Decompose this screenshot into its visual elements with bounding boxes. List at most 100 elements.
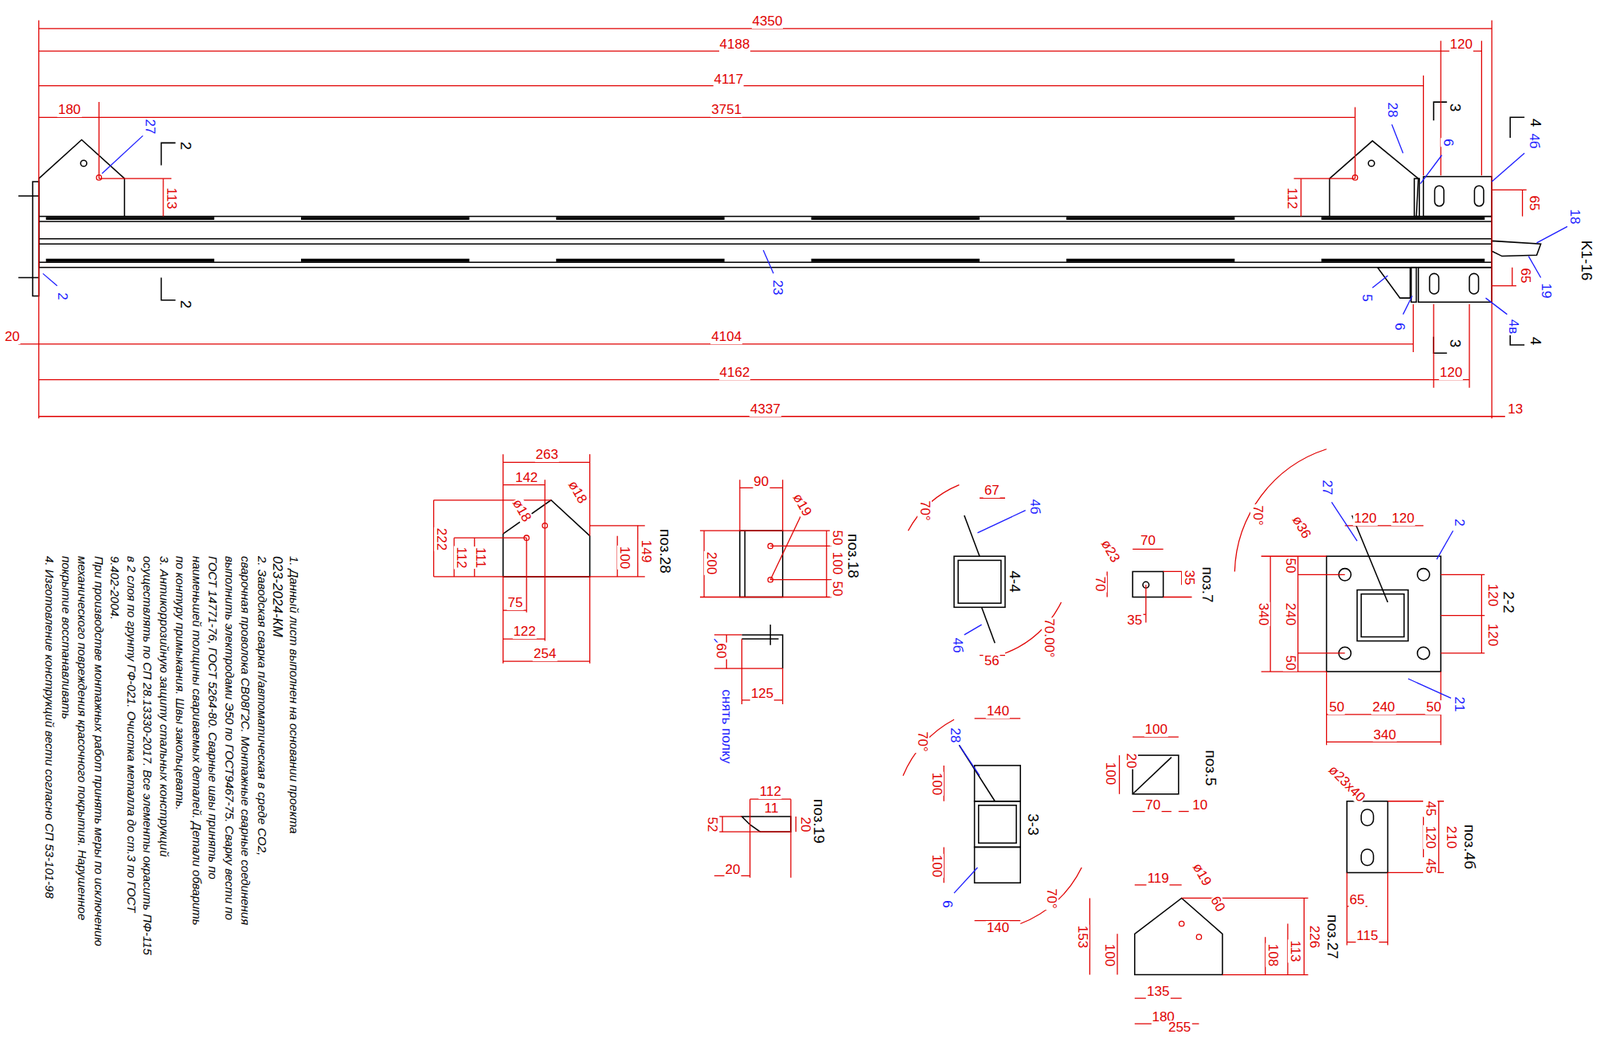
dimension-value: 70 xyxy=(1139,533,1157,548)
view-label: 4 xyxy=(1527,117,1544,128)
view-label: поз.28 xyxy=(657,528,673,575)
callout-number: 23 xyxy=(770,279,785,297)
dimension-value: 100 xyxy=(617,544,632,569)
main-dimensions xyxy=(18,20,1527,419)
dimension-value: 226 xyxy=(1306,924,1322,949)
detail-dimensions xyxy=(434,449,1486,1024)
view-label: поз.27 xyxy=(1324,913,1341,960)
dimension-value: ø36 xyxy=(1288,512,1314,542)
detail-leaders xyxy=(714,501,1454,893)
dimension-value: 120 xyxy=(1439,365,1464,380)
dimension-value: 4337 xyxy=(749,402,782,417)
dimension-value: 240 xyxy=(1283,602,1298,626)
dimension-value: ø19 xyxy=(790,490,815,520)
dimension-value: 254 xyxy=(532,646,557,662)
dimension-value: 120 xyxy=(1391,511,1416,526)
dimension-value: 113 xyxy=(164,186,179,210)
dimension-value: 65 xyxy=(1518,266,1534,284)
dimension-value: 90 xyxy=(752,474,770,489)
dimension-value: 13 xyxy=(1506,402,1524,417)
view-label: поз.5 xyxy=(1202,748,1219,787)
callout-number: 6 xyxy=(939,899,955,908)
callout-number: 4б xyxy=(950,636,965,654)
dimension-value: 100 xyxy=(1103,761,1118,786)
dimension-value: 45 xyxy=(1423,799,1438,817)
dimension-value: 140 xyxy=(985,704,1010,719)
note-line: в 2 слоя по грунту ГФ-021. Очистка метал… xyxy=(124,555,138,912)
dimension-value: 240 xyxy=(1371,700,1396,715)
callout-number: 4б xyxy=(1526,132,1542,149)
view-label: 3-3 xyxy=(1024,813,1041,837)
dimension-value: 50 xyxy=(1283,556,1298,574)
dimension-value: 70° xyxy=(915,731,930,754)
dimension-value: 4104 xyxy=(710,329,743,345)
dimension-value: 20 xyxy=(723,862,741,877)
dimension-value: 263 xyxy=(535,448,560,463)
dimension-value: 50 xyxy=(1283,653,1298,671)
dimension-value: 70° xyxy=(917,499,932,522)
dimension-value: 60 xyxy=(1207,893,1229,916)
callout-number: 28 xyxy=(1384,101,1400,119)
dimension-value: 20 xyxy=(1123,751,1139,769)
dimension-value: 108 xyxy=(1265,942,1280,967)
dimension-value: 100 xyxy=(929,852,944,877)
view-label: 3 xyxy=(1447,101,1464,113)
callout-number: 27 xyxy=(142,117,157,135)
note-line: 1. Данный лист выполнен на основании про… xyxy=(286,555,301,834)
dimension-value: 67 xyxy=(983,483,1001,498)
note-line: 9.402-2004. xyxy=(108,555,122,620)
note-line: механического повреждения красочного пок… xyxy=(75,555,90,920)
dimension-value: 120 xyxy=(1423,824,1438,849)
note-line: сварочная проволока СВ08Г2С. Монтажные с… xyxy=(238,555,253,925)
dimension-value: ø19 xyxy=(1189,860,1215,889)
dimension-value: ø18 xyxy=(565,477,591,507)
view-label: поз.4б xyxy=(1461,823,1478,870)
dimension-value: 4162 xyxy=(719,365,752,380)
callout-number: 21 xyxy=(1451,696,1467,713)
dimension-value: 180 xyxy=(57,102,82,118)
view-label: поз.19 xyxy=(810,798,827,845)
dimension-value: 222 xyxy=(434,526,449,551)
dimension-value: 120 xyxy=(1486,622,1501,647)
note-line: При производстве монтажных работ принять… xyxy=(91,555,106,947)
dimension-value: 70 xyxy=(1092,575,1108,592)
view-label: 2 xyxy=(177,140,194,152)
dimension-value: 142 xyxy=(514,470,539,486)
dimension-value: 122 xyxy=(512,624,536,639)
note-line: по контуру примыкания. Швы закольцевать. xyxy=(173,555,188,810)
main-leaders xyxy=(43,124,1568,314)
callout-number: 28 xyxy=(947,726,963,744)
dimension-value: 50 xyxy=(829,529,845,547)
dimension-value: 115 xyxy=(1355,928,1379,943)
dimension-value: 70° xyxy=(1250,504,1265,527)
note-line: 4. Изготовление конструкций вести соглас… xyxy=(43,555,57,899)
main-view xyxy=(18,101,1542,353)
callout-number: 2 xyxy=(1451,517,1467,527)
dimension-value: 119 xyxy=(1146,871,1170,886)
callout-number: 4б xyxy=(1027,497,1042,515)
view-label: 4 xyxy=(1527,336,1544,347)
view-label: поз.18 xyxy=(844,532,861,579)
dimension-value: 70.00° xyxy=(1041,617,1057,658)
dimension-value: 100 xyxy=(1102,942,1117,967)
dimension-value: 70 xyxy=(1144,798,1162,813)
dimension-value: 4117 xyxy=(713,72,745,87)
view-label: K1-16 xyxy=(1578,238,1595,282)
view-label: 4-4 xyxy=(1006,570,1023,594)
note-line: 3. Антикоррозийную защиту стальных конст… xyxy=(156,555,171,857)
dimension-value: 35 xyxy=(1126,613,1143,628)
dimension-value: 60 xyxy=(713,642,728,660)
dimension-value: 65 xyxy=(1349,892,1366,908)
dimension-value: 111 xyxy=(473,546,489,569)
dimension-value: ø23 xyxy=(1097,536,1123,566)
view-label: 2-2 xyxy=(1500,590,1517,614)
dimension-value: 70° xyxy=(1044,887,1059,910)
dimension-value: 50 xyxy=(1328,700,1346,715)
dimension-value: 140 xyxy=(985,920,1010,935)
dimension-value: 100 xyxy=(829,551,845,576)
dimension-value: 4350 xyxy=(751,14,784,29)
callout-number: 5 xyxy=(1359,293,1374,302)
note-line: ГОСТ 14771-76, ГОСТ 5264-80. Сварные швы… xyxy=(206,555,220,880)
callout-number: 6 xyxy=(1440,138,1456,148)
callout-number: 18 xyxy=(1567,207,1582,225)
